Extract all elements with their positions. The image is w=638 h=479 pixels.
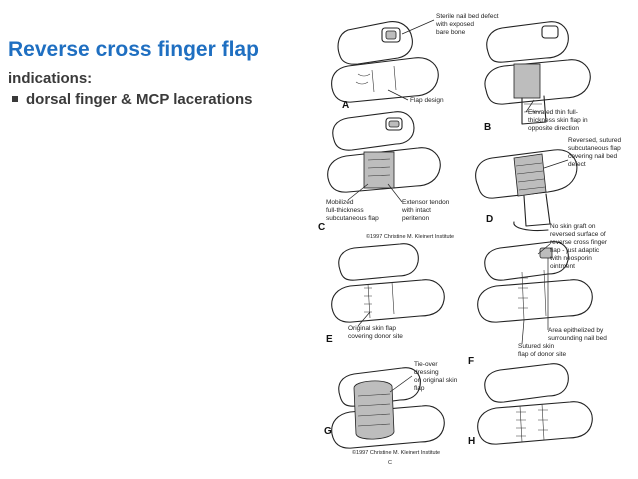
label-e-2: covering donor site (348, 333, 403, 340)
label-d-3: covering nail bed (568, 153, 618, 160)
label-d-2: subcutaneous flap (568, 145, 621, 152)
indications-heading: indications: (8, 70, 93, 87)
indications-list: dorsal finger & MCP lacerations (8, 91, 252, 108)
panel-letter-d: D (486, 214, 493, 225)
label-c-6: peritenon (402, 215, 429, 222)
label-f-1: No skin graft on (550, 223, 596, 230)
label-f-7: Area epithelized by (548, 327, 604, 334)
label-a-1: Sterile nail bed defect (436, 13, 499, 20)
indication-item: dorsal finger & MCP lacerations (8, 91, 252, 108)
label-f-9: Sutured skin (518, 343, 555, 350)
panel-g-drawing (331, 367, 445, 449)
panel-c-drawing (327, 111, 441, 193)
label-b-1: Elevated thin full- (528, 109, 578, 116)
label-a-4: Flap design (410, 97, 444, 104)
label-e-1: Original skin flap (348, 325, 396, 332)
surgical-illustration-drawing: Sterile nail bed defect with exposed bar… (318, 13, 621, 466)
panel-d-drawing (475, 149, 578, 232)
label-c-2: full-thickness (326, 207, 364, 214)
label-f-4: flap - just adaptic (550, 247, 600, 254)
square-bullet-icon (12, 96, 18, 103)
label-c-4: Extensor tendon (402, 199, 450, 206)
panel-letter-b: B (484, 122, 491, 133)
label-d-4: defect (568, 161, 586, 168)
surgical-illustration: Sterile nail bed defect with exposed bar… (318, 8, 632, 468)
label-g-2: dressing (414, 369, 439, 376)
label-f-8: surrounding nail bed (548, 335, 607, 342)
panel-e-drawing (331, 243, 445, 323)
label-f-6: ointment (550, 263, 575, 270)
panel-a-drawing (331, 21, 439, 103)
label-b-3: opposite direction (528, 125, 579, 132)
panel-letter-g: G (324, 426, 332, 437)
label-g-3: on original skin (414, 377, 458, 384)
panel-letter-e: E (326, 334, 333, 345)
bottom-letter: C (388, 460, 392, 466)
panel-letter-h: H (468, 436, 475, 447)
panel-letter-f: F (468, 356, 474, 367)
indication-text: dorsal finger & MCP lacerations (26, 91, 253, 108)
label-f-5: with neosporin (549, 255, 592, 262)
panel-letter-a: A (342, 100, 349, 111)
label-c-5: with intact (401, 207, 431, 214)
panel-b-drawing (484, 21, 591, 125)
label-a-3: bare bone (436, 29, 466, 36)
label-f-2: reversed surface of (550, 231, 606, 238)
label-g-1: Tie-over (414, 361, 438, 368)
copyright-bottom: ©1997 Christine M. Kleinert Institute (352, 449, 440, 456)
copyright-top: ©1997 Christine M. Kleinert Institute (366, 233, 454, 240)
label-d-1: Reversed, sutured (568, 137, 621, 144)
slide-title: Reverse cross finger flap (8, 38, 259, 61)
panel-f-drawing (477, 241, 593, 323)
label-b-2: thickness skin flap in (528, 117, 588, 124)
label-f-10: flap of donor site (518, 351, 566, 358)
label-g-4: flap (414, 385, 425, 392)
label-c-1: Mobilized (326, 199, 354, 206)
panel-h-drawing (477, 363, 593, 445)
label-f-3: reverse cross finger (550, 239, 608, 246)
label-c-3: subcutaneous flap (326, 215, 379, 222)
panel-letter-c: C (318, 222, 325, 233)
label-a-2: with exposed (435, 21, 474, 28)
